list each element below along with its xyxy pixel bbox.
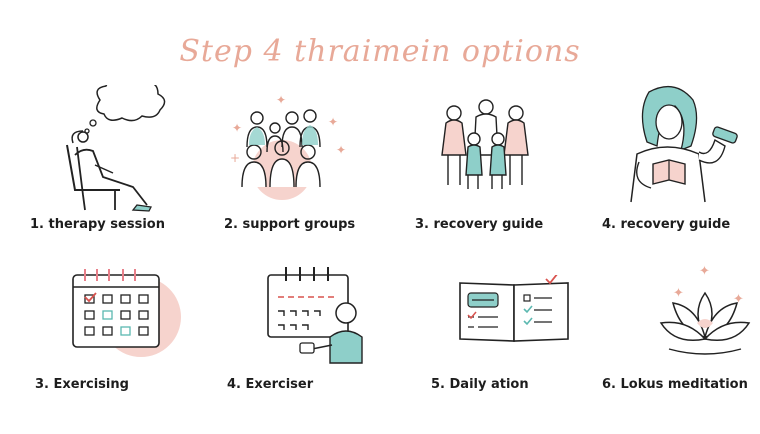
option-lokus-meditation: ✦ ✦ ✦ [612,263,760,368]
option-exercising [28,265,218,360]
svg-text:✦: ✦ [673,286,684,301]
daily-journal-icon [459,275,569,342]
caption-exerciser: 4. Exerciser [227,377,314,392]
calendar-person-icon [267,267,363,364]
caption-support-groups: 2. support groups [224,217,356,232]
option-recovery-guide-reading [585,82,760,207]
svg-text:✦: ✦ [276,93,286,107]
svg-text:✦: ✦ [733,292,744,307]
woman-reading-icon [630,85,738,203]
page-title: Step 4 thraimein options [179,34,581,69]
lotus-icon: ✦ ✦ ✦ [659,264,751,355]
caption-daily-ation: 5. Daily ation [431,377,529,392]
caption-exercising: 3. Exercising [35,377,129,392]
calendar-icon [72,269,181,357]
support-groups-icon: ✦ ✦ ✦ ✦ + [230,93,346,200]
option-daily-ation [420,275,610,345]
caption-therapy-session: 1. therapy session [30,217,165,232]
family-group-icon [441,99,529,189]
svg-text:✦: ✦ [232,121,242,135]
option-exerciser [225,265,415,365]
svg-text:✦: ✦ [328,115,338,129]
caption-lokus-meditation: 6. Lokus meditation [602,377,748,392]
caption-recovery-guide-1: 3. recovery guide [415,217,544,232]
svg-text:✦: ✦ [699,264,710,279]
therapy-session-icon [66,85,166,212]
svg-text:+: + [230,151,240,165]
option-therapy-session [25,85,215,220]
svg-text:✦: ✦ [336,143,346,157]
option-support-groups: ✦ ✦ ✦ ✦ + [190,92,380,202]
caption-recovery-guide-2: 4. recovery guide [602,217,731,232]
option-recovery-guide-family [382,95,572,195]
